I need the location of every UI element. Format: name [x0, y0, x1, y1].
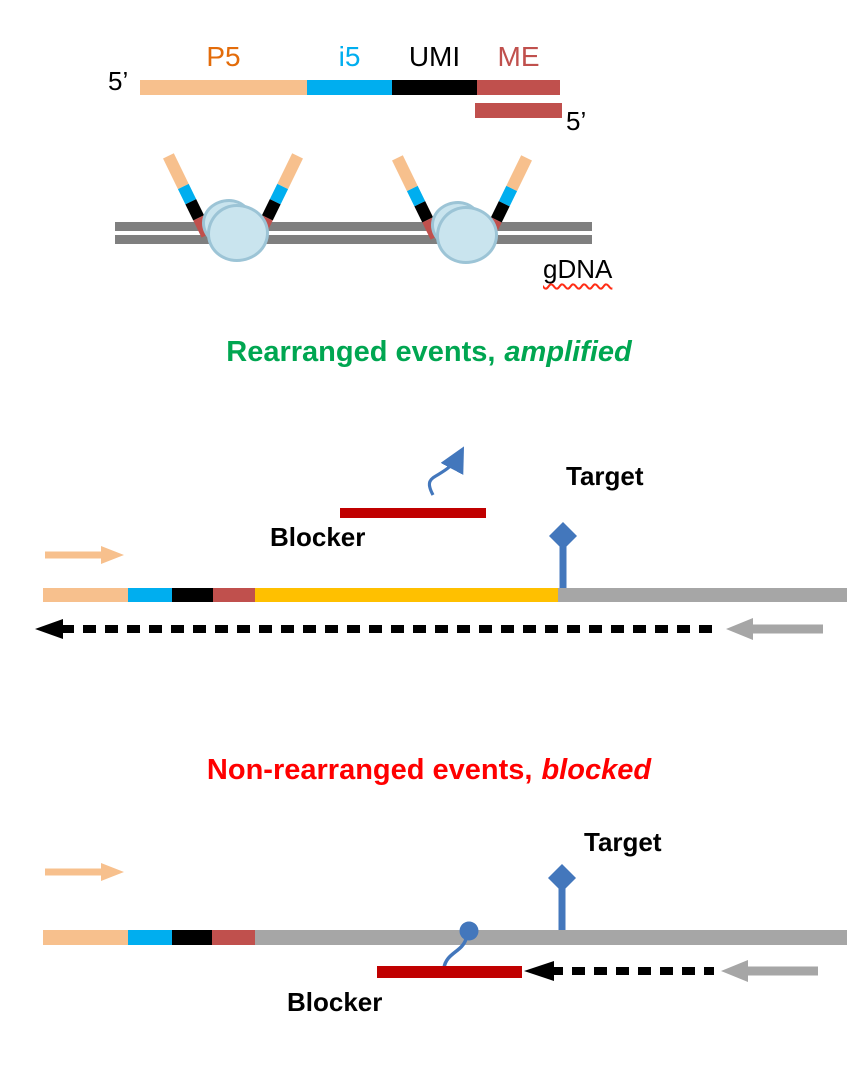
- segment-me: [477, 80, 560, 95]
- extension-dashed-arrow: [35, 619, 719, 639]
- transposase-blob: [207, 204, 269, 262]
- blocked-fragment-bar: [43, 930, 847, 945]
- heading-rearranged-emphasis: amplified: [504, 336, 632, 368]
- segment-genomic-dna: [255, 930, 847, 945]
- heading-rearranged: Rearranged events,amplified: [0, 335, 858, 369]
- label-i5: i5: [338, 41, 361, 72]
- five-prime-top-strand: 5’: [108, 66, 129, 96]
- anchor-tether: [442, 938, 468, 969]
- probe-stem: [558, 878, 566, 945]
- target-probe-icon: [549, 522, 577, 602]
- segment-i5: [307, 80, 392, 95]
- heading-non-rearranged-main: Non-rearranged events,: [206, 754, 533, 786]
- arrowhead: [35, 619, 63, 639]
- adapter-me-bottom-strand: [475, 103, 562, 118]
- blocker-label: Blocker: [287, 987, 383, 1017]
- blocked-extension-dashed-arrow: [524, 961, 714, 981]
- segment-umi: [172, 930, 212, 945]
- segment-p5: [43, 588, 128, 602]
- target-label: Target: [566, 461, 644, 491]
- blocker-anchor-icon: [442, 921, 479, 969]
- blocker-oligo: [377, 966, 522, 978]
- primer-arrow-shape: [726, 618, 823, 640]
- segment-umi: [172, 588, 213, 602]
- five-prime-bottom-strand: 5’: [566, 106, 587, 136]
- segment-p5: [140, 80, 307, 95]
- transposome-right: [392, 141, 532, 264]
- anchor-ball: [459, 921, 479, 941]
- heading-rearranged-main: Rearranged events,: [226, 336, 496, 368]
- reverse-primer-arrow: [721, 960, 818, 982]
- target-label: Target: [584, 827, 662, 857]
- amplified-fragment-bar: [43, 588, 847, 602]
- segment-i5: [128, 930, 172, 945]
- heading-non-rearranged: Non-rearranged events,blocked: [0, 753, 858, 787]
- segment-rearranged-insert: [255, 588, 558, 602]
- segment-me: [213, 588, 255, 602]
- segment-i5: [128, 588, 172, 602]
- segment-genomic-dna: [558, 588, 847, 602]
- probe-stem: [559, 536, 567, 602]
- gdna-label: gDNA: [543, 254, 613, 284]
- primer-arrow-shape: [45, 863, 124, 881]
- label-me: ME: [497, 41, 540, 72]
- label-umi: UMI: [408, 41, 461, 72]
- blocker-released-arrow: [427, 446, 465, 496]
- segment-umi: [392, 80, 477, 95]
- target-probe-icon: [548, 864, 576, 945]
- blocker-oligo: [340, 508, 486, 518]
- reverse-primer-arrow: [726, 618, 823, 640]
- forward-primer-arrow: [45, 863, 124, 881]
- gdna-strand-top: [115, 222, 592, 231]
- arm-segment-p5: [392, 155, 418, 192]
- blocker-label: Blocker: [270, 522, 366, 552]
- arm-segment-p5: [277, 153, 303, 190]
- segment-p5: [43, 930, 128, 945]
- transposome-left: [163, 139, 303, 262]
- probe-diamond: [549, 522, 577, 550]
- gdna-strand-bottom: [115, 235, 592, 244]
- label-p5: P5: [206, 41, 241, 72]
- segment-me: [212, 930, 255, 945]
- heading-non-rearranged-emphasis: blocked: [541, 754, 652, 786]
- arm-segment-p5: [506, 155, 532, 192]
- arm-segment-p5: [163, 153, 189, 190]
- forward-primer-arrow: [45, 546, 124, 564]
- probe-diamond: [548, 864, 576, 892]
- arrowhead: [524, 961, 554, 981]
- primer-arrow-shape: [721, 960, 818, 982]
- transposase-blob: [436, 206, 498, 264]
- primer-arrow-shape: [45, 546, 124, 564]
- adapter-top-strand: [140, 80, 560, 95]
- curved-arrow-path: [427, 446, 465, 496]
